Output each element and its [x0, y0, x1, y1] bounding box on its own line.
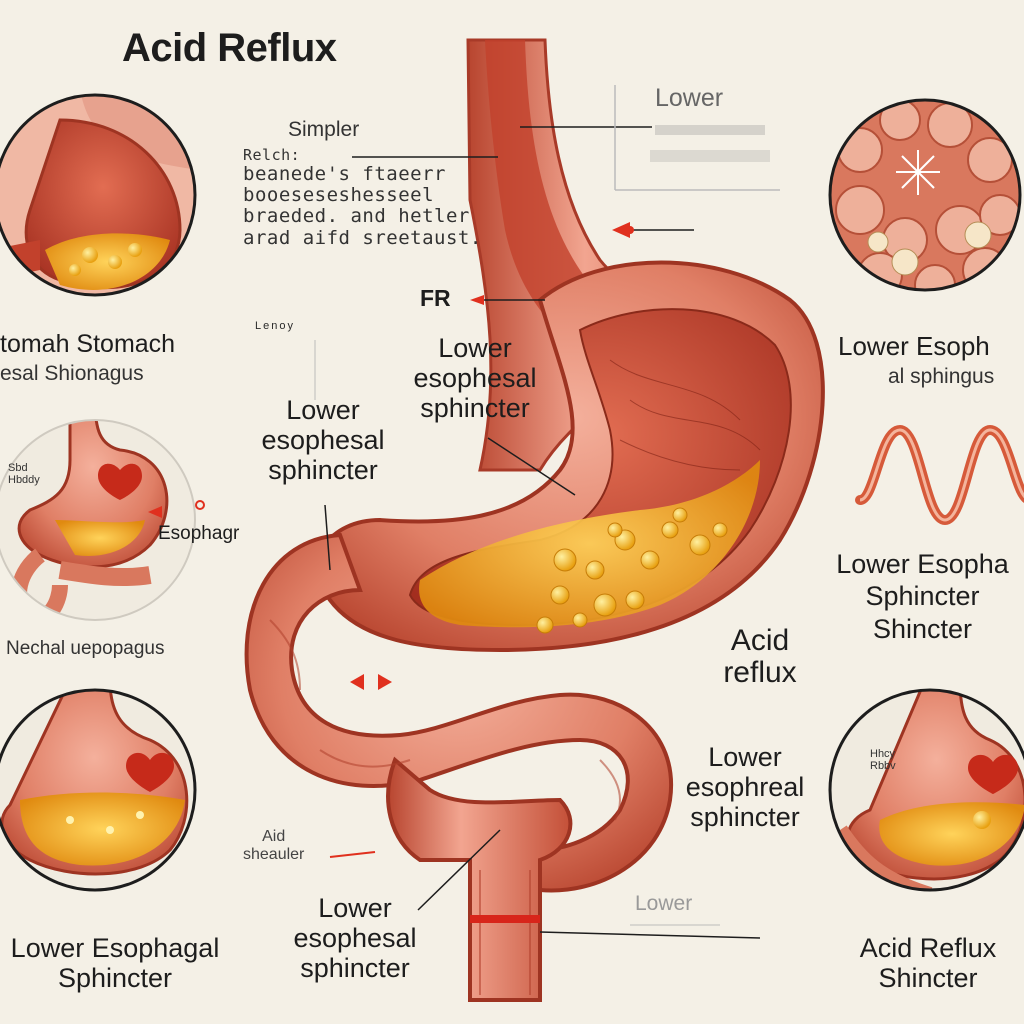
- inset-bottom-left: [0, 690, 195, 890]
- note-line: beanede's ftaeerr: [243, 162, 446, 185]
- note-line: booeseseshesseel: [243, 184, 435, 207]
- note-line: arad aifd sreetaust.: [243, 226, 482, 249]
- faint-label-box: [614, 85, 780, 191]
- label-right-lower-esoph: Lower Esoph: [838, 331, 990, 361]
- duodenum: [244, 532, 674, 1002]
- burst-icon: [896, 150, 940, 195]
- label-top-lower: Lower: [655, 84, 724, 112]
- main-stomach: [316, 260, 825, 653]
- inset-border: [0, 93, 197, 297]
- label-bottom-lower: Lower: [635, 892, 693, 915]
- label-stomach: tomah Stomach: [0, 330, 176, 358]
- label-lower-esophreal-sphincter: Lower esophreal sphincter: [685, 742, 805, 833]
- heart-icon: [98, 463, 142, 500]
- label-acid-reflux-mid: Acid reflux: [723, 624, 797, 689]
- label-left-lower-esophesal-sphincter: Lower esophesal sphincter: [261, 395, 385, 486]
- note-line: braeded. and hetler: [243, 205, 470, 228]
- label-right-sphingus: al sphingus: [888, 365, 995, 388]
- label-center-lower-esophesal-sphincter: Lower esophesal sphincter: [413, 333, 537, 424]
- label-right-mid-lower-esopha: Lower Esopha Sphincter Shincter: [836, 549, 1009, 644]
- label-small-tick-3: Hhcy Rbbv: [870, 748, 896, 773]
- page-title: Acid Reflux: [122, 26, 337, 70]
- label-acid-shealler: Aid sheauler: [243, 828, 305, 863]
- heart-icon: [968, 754, 1018, 794]
- label-small-tick-2: Sbd Hbddy: [8, 462, 40, 487]
- leader-lines: [324, 126, 761, 939]
- label-stomach-sub: esal Shionagus: [0, 362, 144, 385]
- label-bottom-lower-esophesal-sphincter: Lower esophesal sphincter: [293, 893, 417, 984]
- note-line: Relch:: [243, 146, 301, 164]
- note-block: Relch: beanede's ftaeerr booeseseshessee…: [243, 147, 482, 249]
- label-bottom-right-acid-reflux-shincter: Acid Reflux Shincter: [859, 933, 997, 994]
- label-fr: FR: [420, 285, 451, 311]
- label-simpler: Simpler: [288, 118, 360, 141]
- label-small-tick: Lenoy: [255, 320, 295, 332]
- label-bottom-left-lower-esophagal-sphincter: Lower Esophagal Sphincter: [10, 933, 220, 994]
- faint-tick-marks: [314, 340, 720, 926]
- heart-icon: [126, 752, 174, 792]
- label-esophagr: Esophagr: [158, 523, 240, 544]
- inset-mid-left: [0, 420, 195, 620]
- inset-top-right: [830, 100, 1020, 290]
- inset-top-left: [0, 95, 195, 295]
- red-pointers: [148, 222, 634, 858]
- label-mid-left-caption: Nechal uepopagus: [6, 638, 165, 659]
